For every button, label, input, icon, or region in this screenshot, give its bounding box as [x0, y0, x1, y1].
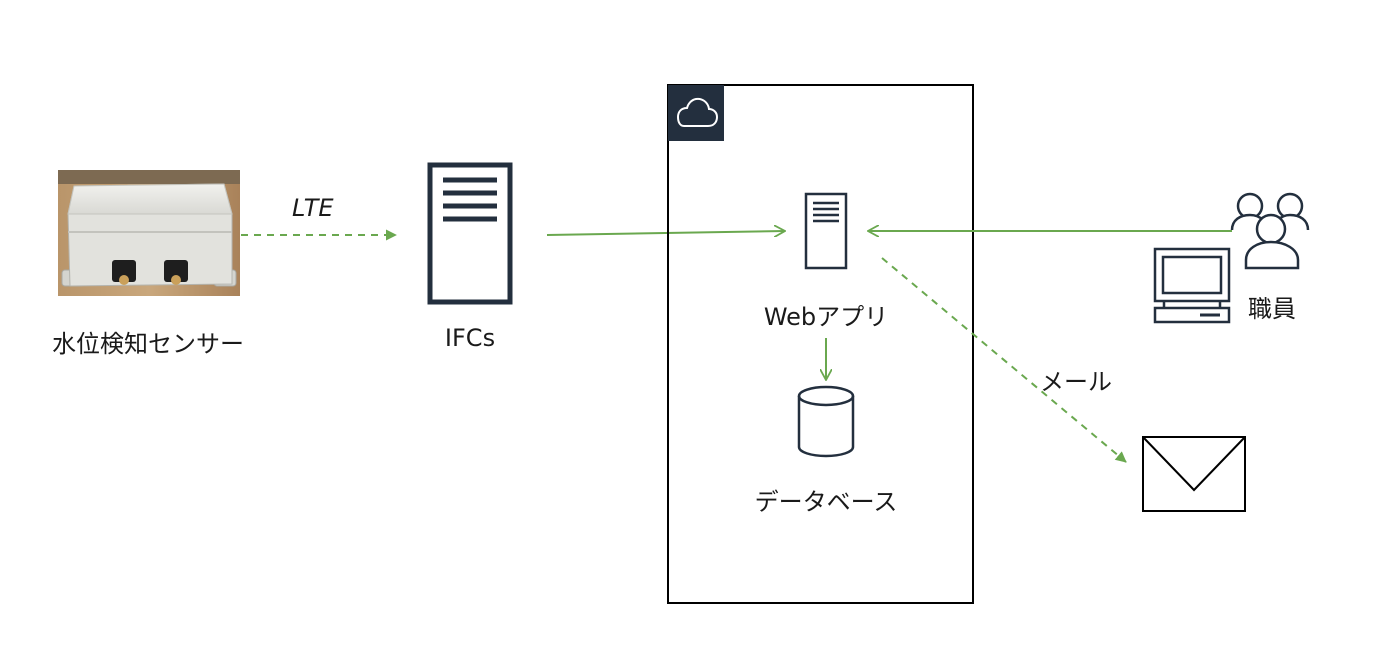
lte-label: LTE	[292, 194, 334, 222]
mail-label: メール	[1040, 368, 1112, 396]
edge-ifcs-to-webapp	[546, 231, 785, 235]
database-label: データベース	[754, 488, 898, 516]
staff-label: 職員	[1248, 295, 1296, 323]
cloud-frame	[667, 84, 974, 604]
sensor-label: 水位検知センサー	[52, 330, 244, 358]
webapp-server-icon	[804, 192, 848, 270]
sensor-photo	[58, 170, 240, 296]
cloud-icon	[668, 85, 724, 141]
webapp-label: Webアプリ	[763, 303, 889, 331]
edge-webapp-to-mail	[881, 257, 1127, 463]
envelope-icon	[1142, 436, 1246, 512]
server-icon	[427, 162, 513, 305]
ifcs-label: IFCs	[444, 324, 496, 352]
database-icon	[797, 385, 855, 458]
computer-icon	[1153, 247, 1231, 324]
users-icon	[1230, 192, 1310, 270]
